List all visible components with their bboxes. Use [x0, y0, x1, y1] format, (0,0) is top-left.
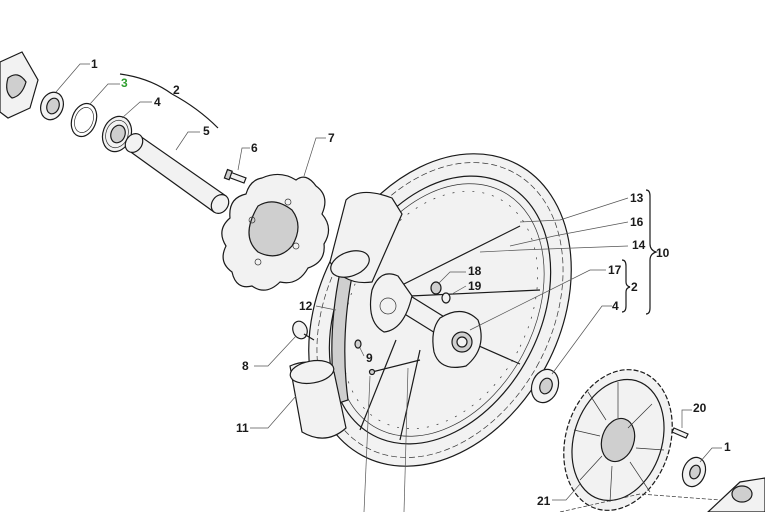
part-labels: 1 3 2 4 5 6 7 13 16 14 10 18 17 19 2 4 1… [91, 57, 731, 508]
label-1-seal: 1 [91, 57, 98, 71]
disc-bolt [223, 168, 247, 184]
label-10-group: 10 [656, 246, 670, 260]
sprocket-bolt [671, 427, 689, 439]
spoke-nipple [368, 359, 421, 376]
label-4-bearing-right: 4 [612, 299, 619, 313]
spacer-tube [124, 133, 230, 214]
label-18: 18 [468, 264, 482, 278]
leader-lines [55, 63, 722, 512]
label-8: 8 [242, 359, 249, 373]
label-11: 11 [236, 421, 249, 435]
label-2-subgroup: 2 [631, 280, 638, 294]
label-17: 17 [608, 263, 622, 277]
sprocket [563, 369, 673, 511]
circlip [70, 102, 98, 138]
brake-disc [221, 173, 330, 291]
swingarm-left [0, 51, 39, 119]
valve-cap [292, 320, 315, 341]
label-9: 9 [366, 351, 373, 365]
hub-nut [430, 281, 442, 295]
inner-tube-lower [289, 359, 347, 439]
label-2-group: 2 [173, 83, 180, 97]
label-1-seal-right: 1 [724, 440, 731, 454]
label-13: 13 [630, 191, 644, 205]
brackets [119, 73, 658, 315]
label-21: 21 [537, 494, 551, 508]
label-6-bolt: 6 [251, 141, 258, 155]
inner-tube-upper [329, 191, 403, 284]
seal-right [681, 456, 707, 488]
label-19: 19 [468, 279, 482, 293]
label-7-disc: 7 [328, 131, 335, 145]
label-5-spacer: 5 [203, 124, 210, 138]
label-12: 12 [299, 299, 313, 313]
valve-nut [354, 339, 362, 349]
label-16: 16 [630, 215, 644, 229]
label-20: 20 [693, 401, 707, 415]
seal-left [40, 91, 64, 121]
hub-washer [441, 292, 451, 304]
label-3-circlip: 3 [121, 76, 128, 90]
chain [559, 493, 721, 512]
label-4-bearing: 4 [154, 95, 161, 109]
label-14: 14 [632, 238, 646, 252]
swingarm-right [707, 477, 765, 512]
bearing-right [530, 368, 560, 404]
wheel-hub [359, 225, 541, 441]
